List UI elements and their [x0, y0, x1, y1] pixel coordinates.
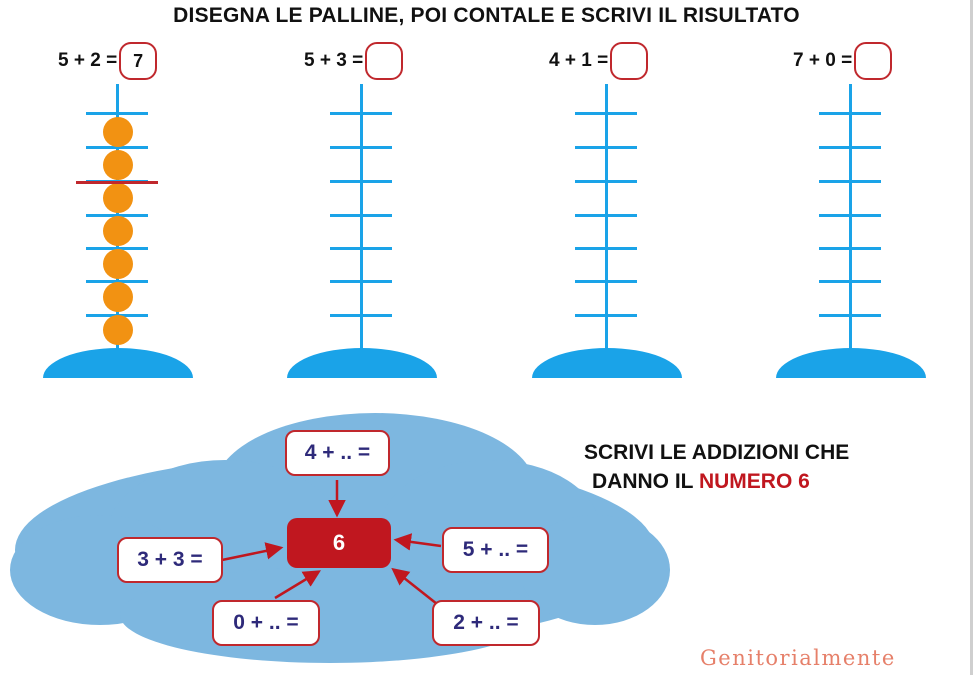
- instruction-line-2-prefix: DANNO IL: [592, 470, 694, 493]
- equation-4-text: 7 + 0 =: [793, 50, 853, 71]
- abacus-2[interactable]: [287, 84, 437, 380]
- abacus-tick: [330, 314, 392, 317]
- equation-4: 7 + 0 =: [793, 40, 893, 82]
- abacus-tick: [86, 214, 148, 217]
- equation-2-answer-box[interactable]: [365, 42, 404, 80]
- abacus-base: [776, 348, 926, 378]
- worksheet-title: DISEGNA LE PALLINE, POI CONTALE E SCRIVI…: [173, 4, 800, 27]
- instruction-highlight: NUMERO 6: [698, 470, 810, 493]
- equation-1: 5 + 2 = 7: [58, 40, 158, 82]
- abacus-tick: [819, 112, 881, 115]
- abacus-1[interactable]: [43, 84, 193, 380]
- abacus-tick: [330, 214, 392, 217]
- abacus-base: [532, 348, 682, 378]
- center-number-box: 6: [287, 518, 391, 568]
- abacus-tick: [819, 247, 881, 250]
- abacus-tick: [86, 280, 148, 283]
- sum-box-top[interactable]: 4 + .. =: [285, 430, 390, 476]
- abacus-tick: [86, 146, 148, 149]
- abacus-bead: [103, 117, 133, 147]
- sum-box-bottom-left[interactable]: 0 + .. =: [212, 600, 320, 646]
- abacus-bead: [103, 216, 133, 246]
- abacus-tick: [330, 112, 392, 115]
- abacus-divider-mark: [76, 181, 158, 184]
- abacus-bead: [103, 150, 133, 180]
- abacus-tick: [86, 247, 148, 250]
- abacus-bead: [103, 183, 133, 213]
- abacus-tick: [575, 112, 637, 115]
- abacus-tick: [330, 146, 392, 149]
- equation-2-text: 5 + 3 =: [304, 50, 364, 71]
- abacus-tick: [575, 280, 637, 283]
- instruction-line-2: DANNO IL NUMERO 6: [584, 467, 849, 496]
- abacus-tick: [575, 247, 637, 250]
- abacus-4[interactable]: [776, 84, 926, 380]
- equation-3-text: 4 + 1 =: [549, 50, 609, 71]
- right-edge-line: [970, 0, 973, 675]
- abacus-3[interactable]: [532, 84, 682, 380]
- abacus-pole: [849, 84, 852, 352]
- abacus-tick: [819, 280, 881, 283]
- abacus-tick: [819, 214, 881, 217]
- abacus-tick: [819, 146, 881, 149]
- sum-box-left[interactable]: 3 + 3 =: [117, 537, 223, 583]
- equation-3-answer-box[interactable]: [610, 42, 649, 80]
- equation-3: 4 + 1 =: [549, 40, 649, 82]
- abacus-tick: [575, 214, 637, 217]
- abacus-tick: [819, 314, 881, 317]
- abacus-tick: [575, 146, 637, 149]
- instruction-line-1: SCRIVI LE ADDIZIONI CHE: [584, 441, 850, 464]
- sum-box-bottom-right[interactable]: 2 + .. =: [432, 600, 540, 646]
- sum-box-right[interactable]: 5 + .. =: [442, 527, 549, 573]
- equation-1-answer-box[interactable]: 7: [119, 42, 158, 80]
- abacus-tick: [330, 180, 392, 183]
- abacus-tick: [575, 180, 637, 183]
- equation-2: 5 + 3 =: [304, 40, 404, 82]
- abacus-tick: [819, 180, 881, 183]
- equation-1-text: 5 + 2 =: [58, 50, 118, 71]
- abacus-base: [287, 348, 437, 378]
- abacus-pole: [360, 84, 363, 352]
- abacus-bead: [103, 249, 133, 279]
- abacus-base: [43, 348, 193, 378]
- abacus-tick: [86, 112, 148, 115]
- equation-4-answer-box[interactable]: [854, 42, 893, 80]
- abacus-pole: [605, 84, 608, 352]
- abacus-tick: [330, 280, 392, 283]
- abacus-tick: [330, 247, 392, 250]
- brand-logo-text: Genitorialmente: [700, 646, 896, 670]
- instruction-text: SCRIVI LE ADDIZIONI CHE DANNO IL NUMERO …: [584, 438, 849, 496]
- abacus-tick: [575, 314, 637, 317]
- abacus-bead: [103, 282, 133, 312]
- abacus-bead: [103, 315, 133, 345]
